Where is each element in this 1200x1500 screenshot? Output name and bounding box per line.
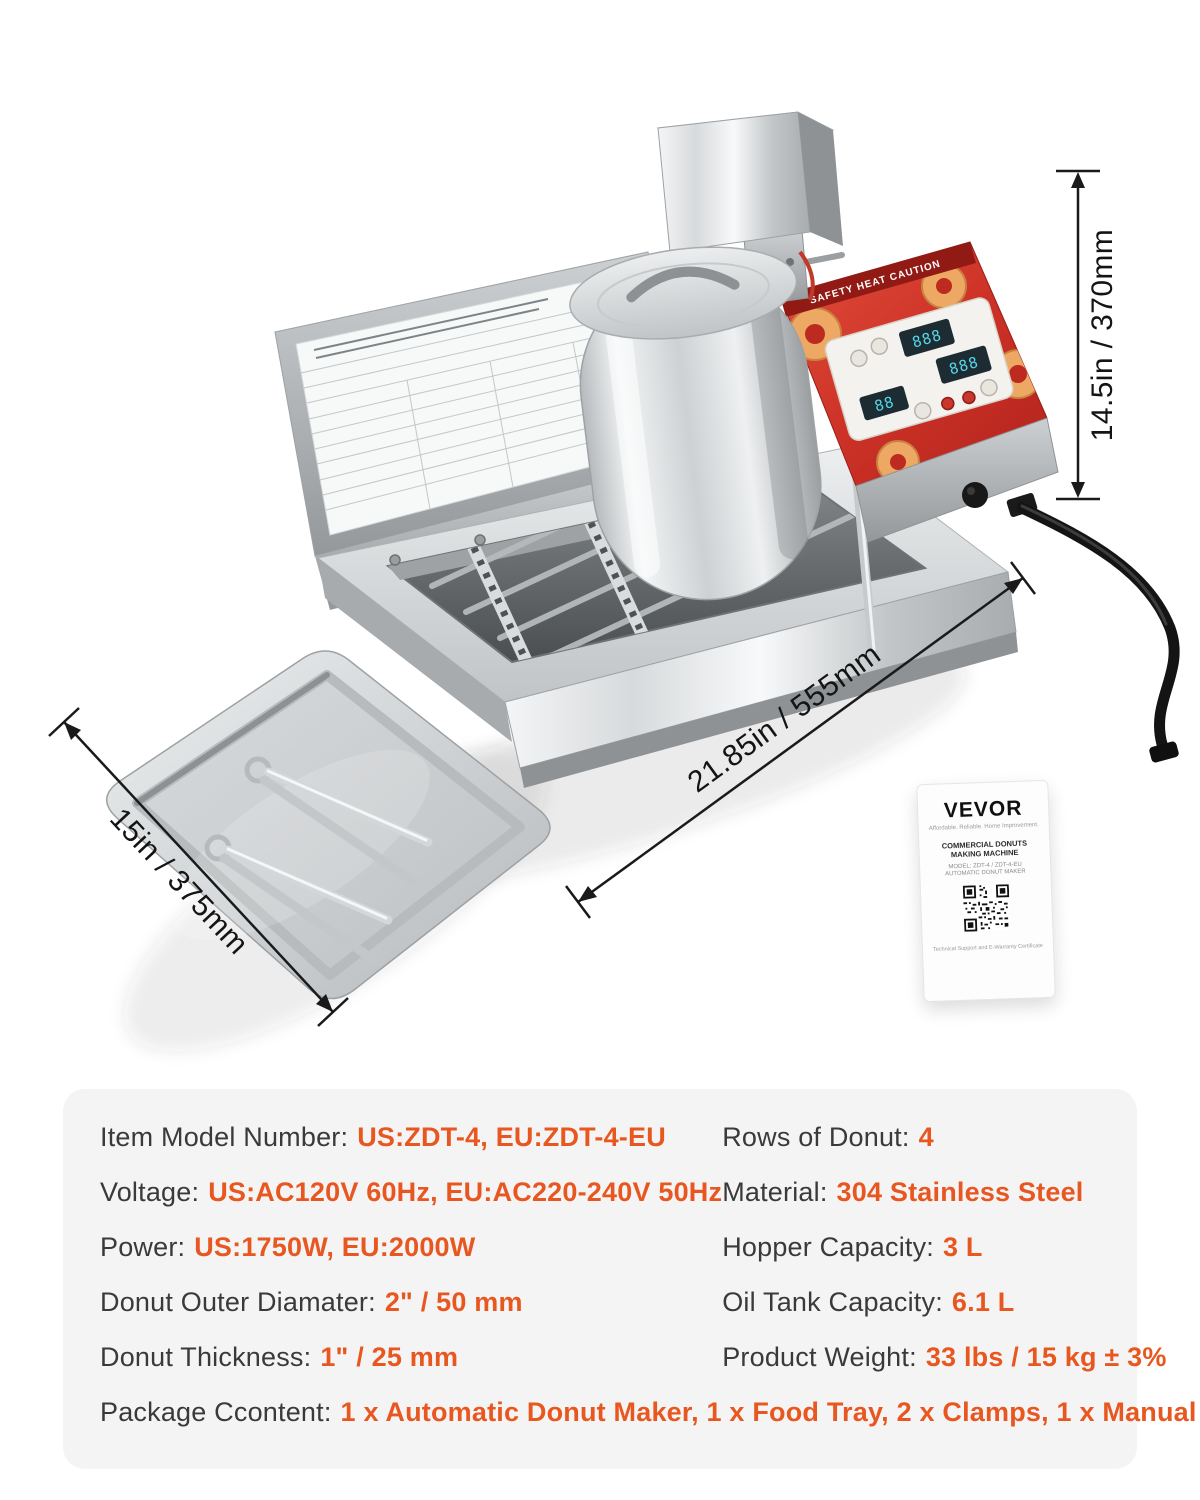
spec-label: Rows of Donut: [722, 1122, 910, 1152]
manual-model-lines: MODEL: ZDT-4 / ZDT-4-EU AUTOMATIC DONUT … [944, 861, 1026, 878]
spec-value: US:1750W, EU:2000W [194, 1232, 476, 1262]
power-knob [962, 482, 988, 508]
spec-value: 1" / 25 mm [320, 1342, 459, 1372]
spec-label: Oil Tank Capacity: [722, 1287, 943, 1317]
spec-row-oil-capacity: Oil Tank Capacity: 6.1 L [722, 1288, 1166, 1316]
panel-buttons [850, 337, 998, 420]
spec-label: Product Weight: [722, 1342, 917, 1372]
spec-value: 3 L [943, 1232, 983, 1262]
power-plug [1149, 741, 1179, 763]
spec-label: Item Model Number: [100, 1122, 349, 1152]
spec-label: Hopper Capacity: [722, 1232, 935, 1262]
spec-label: Donut Thickness: [100, 1342, 312, 1372]
spec-value: 1 x Automatic Donut Maker, 1 x Food Tray… [340, 1397, 1197, 1427]
spec-row-material: Material: 304 Stainless Steel [722, 1178, 1166, 1206]
spec-row-weight: Product Weight: 33 lbs / 15 kg ± 3% [722, 1343, 1166, 1371]
dimension-arrowheads [64, 172, 1085, 1012]
tongs [204, 756, 433, 965]
manual-card: VEVOR Affordable. Reliable. Home Improve… [916, 779, 1056, 1003]
product-photo: SAFETY HEAT CAUTION 888 888 88 VEVOR [48, 111, 1180, 1052]
spec-row-voltage: Voltage: US:AC120V 60Hz, EU:AC220-240V 50… [100, 1178, 722, 1206]
spec-value: US:AC120V 60Hz, EU:AC220-240V 50Hz [208, 1177, 723, 1207]
spec-value: US:ZDT-4, EU:ZDT-4-EU [357, 1122, 666, 1152]
spec-label: Package Ccontent: [100, 1397, 332, 1427]
power-cord [1016, 502, 1180, 763]
spec-row-model: Item Model Number: US:ZDT-4, EU:ZDT-4-EU [100, 1123, 722, 1151]
hopper-lid [569, 246, 798, 340]
manual-footer: Technical Support and E-Warranty Certifi… [932, 943, 1043, 953]
spec-row-donut-diameter: Donut Outer Diamater: 2" / 50 mm [100, 1288, 722, 1316]
display-3: 88 [872, 393, 896, 416]
specs-column-left: Item Model Number:US:ZDT-4, EU:ZDT-4-EU … [100, 1123, 722, 1398]
spec-value: 33 lbs / 15 kg ± 3% [925, 1342, 1167, 1372]
food-tray [106, 650, 551, 1000]
dimension-lines [48, 169, 1100, 1027]
spec-label: Material: [722, 1177, 828, 1207]
spec-row-package-content: Package Ccontent: 1 x Automatic Donut Mak… [100, 1397, 1196, 1427]
motor-wire [798, 250, 815, 301]
specs-column-right: Rows of Donut: 4 Material: 304 Stainless S… [722, 1123, 1166, 1398]
batter-hopper [569, 246, 822, 601]
spec-label: Voltage: [100, 1177, 200, 1207]
spec-value: 304 Stainless Steel [836, 1177, 1084, 1207]
manual-title: COMMERCIAL DONUTS MAKING MACHINE [941, 838, 1028, 860]
hopper-handle [626, 266, 740, 303]
dimension-height-label: 14.5in / 370mm [1086, 229, 1119, 441]
instruction-label-panel [274, 251, 687, 557]
control-cluster: 888 888 88 [824, 297, 1014, 441]
specs-panel: Item Model Number:US:ZDT-4, EU:ZDT-4-EU … [63, 1089, 1196, 1469]
manual-brand-logo: VEVOR [943, 796, 1023, 823]
spec-row-rows: Rows of Donut: 4 [722, 1123, 1166, 1151]
spec-row-donut-thickness: Donut Thickness: 1" / 25 mm [100, 1343, 722, 1371]
tong-2 [204, 834, 393, 965]
qr-code [962, 884, 1011, 932]
spec-label: Power: [100, 1232, 186, 1262]
control-console: SAFETY HEAT CAUTION 888 888 88 VEVOR [779, 241, 1059, 543]
spec-value: 6.1 L [951, 1287, 1015, 1317]
spec-label: Donut Outer Diamater: [100, 1287, 376, 1317]
spec-value: 2" / 50 mm [384, 1287, 523, 1317]
tong-1 [244, 756, 433, 887]
spec-row-hopper-capacity: Hopper Capacity: 3 L [722, 1233, 1166, 1261]
spec-row-power: Power: US:1750W, EU:2000W [100, 1233, 722, 1261]
spec-value: 4 [918, 1122, 934, 1152]
